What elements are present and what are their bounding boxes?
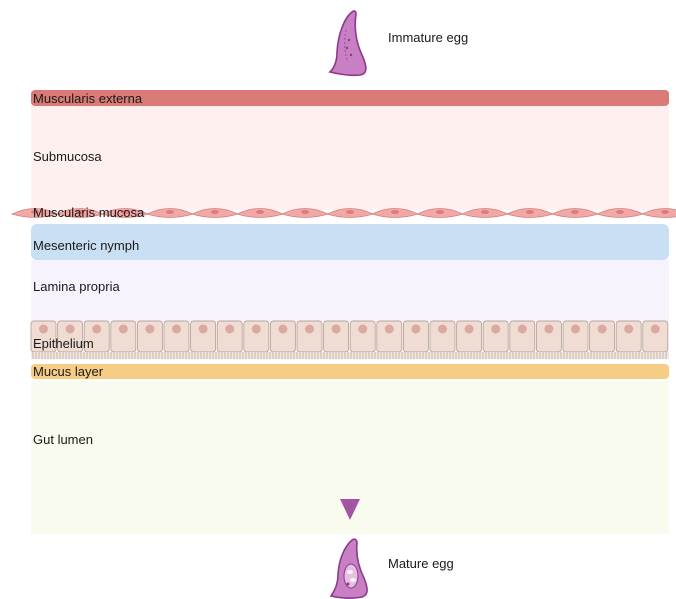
mature-egg-label: Mature egg [388, 556, 454, 572]
